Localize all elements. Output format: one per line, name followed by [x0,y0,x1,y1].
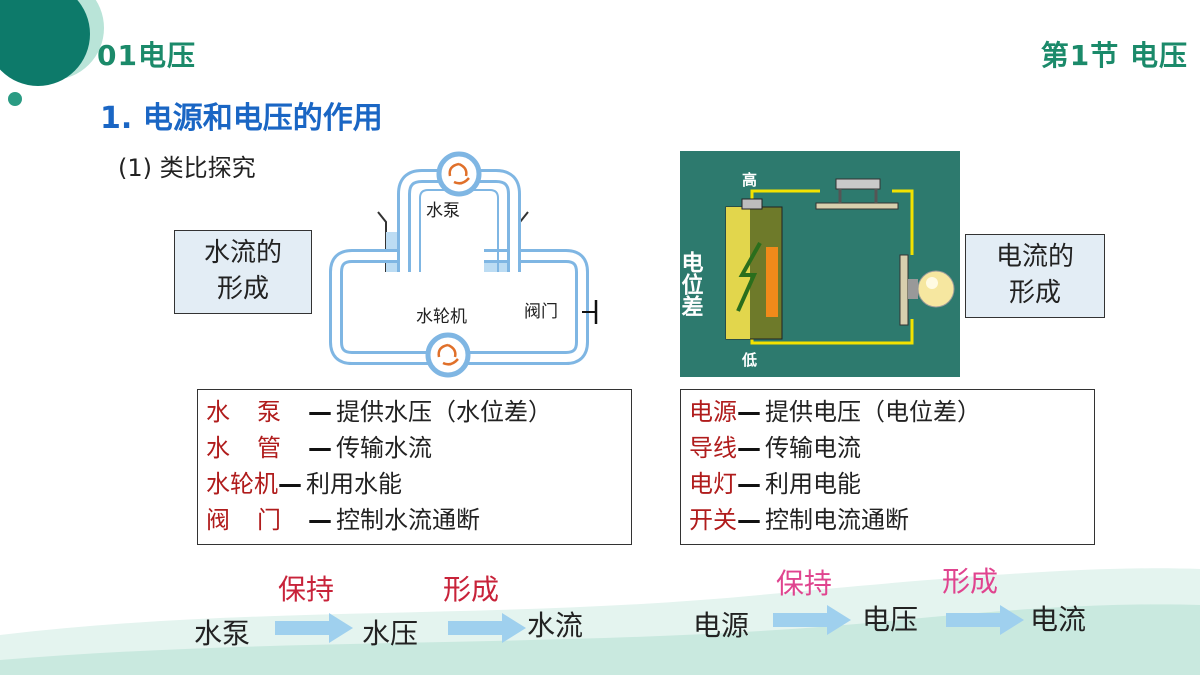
list-item: 导线 — 传输电流 [689,430,1094,466]
page-heading: 1. 电源和电压的作用 [100,101,383,136]
dash: — [737,506,761,534]
elec-flow-middle: 电压 [862,603,919,636]
elec-desc-source: 提供电压（电位差） [765,398,981,426]
chapter-title: 第1节 电压 [1040,39,1188,72]
list-item: 水轮机 — 利用水能 [206,466,631,502]
water-desc-turbine: 利用水能 [306,470,402,498]
flow-arrow-icon [448,613,526,643]
dash: — [308,434,332,462]
flow-arrow-icon [773,605,851,635]
elec-term-source: 电源 [689,398,737,426]
subheading: (1) 类比探究 [118,154,256,182]
elec-box-line-2: 形成 [1008,278,1061,308]
water-desc-valve: 控制水流通断 [336,506,480,534]
water-box-line-2: 形成 [216,274,269,304]
low-potential-label: 低 [741,351,757,369]
potential-difference-label: 电位差 [680,251,704,317]
current-flow-label-box: 电流的 形成 [965,234,1105,318]
decor-circle-small [8,92,22,106]
elec-box-line-1: 电流的 [995,242,1074,272]
water-flow-middle: 水压 [362,617,419,650]
water-analogy-list: 水泵 — 提供水压（水位差） 水管 — 传输水流 水轮机 — 利用水能 阀门 —… [197,389,632,545]
elec-flow-verb-1: 保持 [776,567,833,600]
elec-term-lamp: 电灯 [689,470,737,498]
water-flow-verb-1: 保持 [278,573,335,606]
turbine-label: 水轮机 [416,307,467,327]
list-item: 开关 — 控制电流通断 [689,502,1094,538]
electric-circuit-diagram: 高 低 电位差 [680,171,955,369]
dash: — [737,434,761,462]
valve-label: 阀门 [524,302,558,322]
water-term-pipe: 水管 [206,434,308,462]
decor-circle-large [0,0,90,86]
elec-flow-verb-2: 形成 [942,565,999,598]
elec-term-wire: 导线 [689,434,737,462]
elec-desc-lamp: 利用电能 [765,470,861,498]
dash: — [278,470,302,498]
electric-analogy-list: 电源 — 提供电压（电位差） 导线 — 传输电流 电灯 — 利用电能 开关 — … [680,389,1095,545]
list-item: 电源 — 提供电压（电位差） [689,394,1094,430]
pump-label: 水泵 [426,201,460,221]
water-box-line-1: 水流的 [203,238,282,268]
elec-desc-wire: 传输电流 [765,434,861,462]
water-desc-pump: 提供水压（水位差） [336,398,552,426]
list-item: 阀门 — 控制水流通断 [206,502,631,538]
section-title: 01电压 [97,39,196,72]
water-flow-verb-2: 形成 [443,573,500,606]
water-term-valve: 阀门 [206,506,308,534]
water-flow-label-box: 水流的 形成 [174,230,312,314]
list-item: 水泵 — 提供水压（水位差） [206,394,631,430]
water-term-turbine: 水轮机 [206,470,278,498]
high-potential-label: 高 [742,171,757,189]
dash: — [308,506,332,534]
list-item: 水管 — 传输水流 [206,430,631,466]
bottom-wave-decor [0,568,1200,675]
water-term-pump: 水泵 [206,398,308,426]
water-flow-start: 水泵 [194,617,251,650]
elec-flow-end: 电流 [1030,603,1087,636]
list-item: 电灯 — 利用电能 [689,466,1094,502]
dash: — [308,398,332,426]
dash: — [737,398,761,426]
flow-arrow-icon [275,613,353,643]
water-circuit-diagram: 水泵 水轮机 阀门 [329,151,598,378]
water-desc-pipe: 传输水流 [336,434,432,462]
flow-arrow-icon [946,605,1024,635]
dash: — [737,470,761,498]
elec-term-switch: 开关 [689,506,737,534]
elec-flow-start: 电源 [693,609,750,642]
elec-desc-switch: 控制电流通断 [765,506,909,534]
water-flow-end: 水流 [527,609,584,642]
